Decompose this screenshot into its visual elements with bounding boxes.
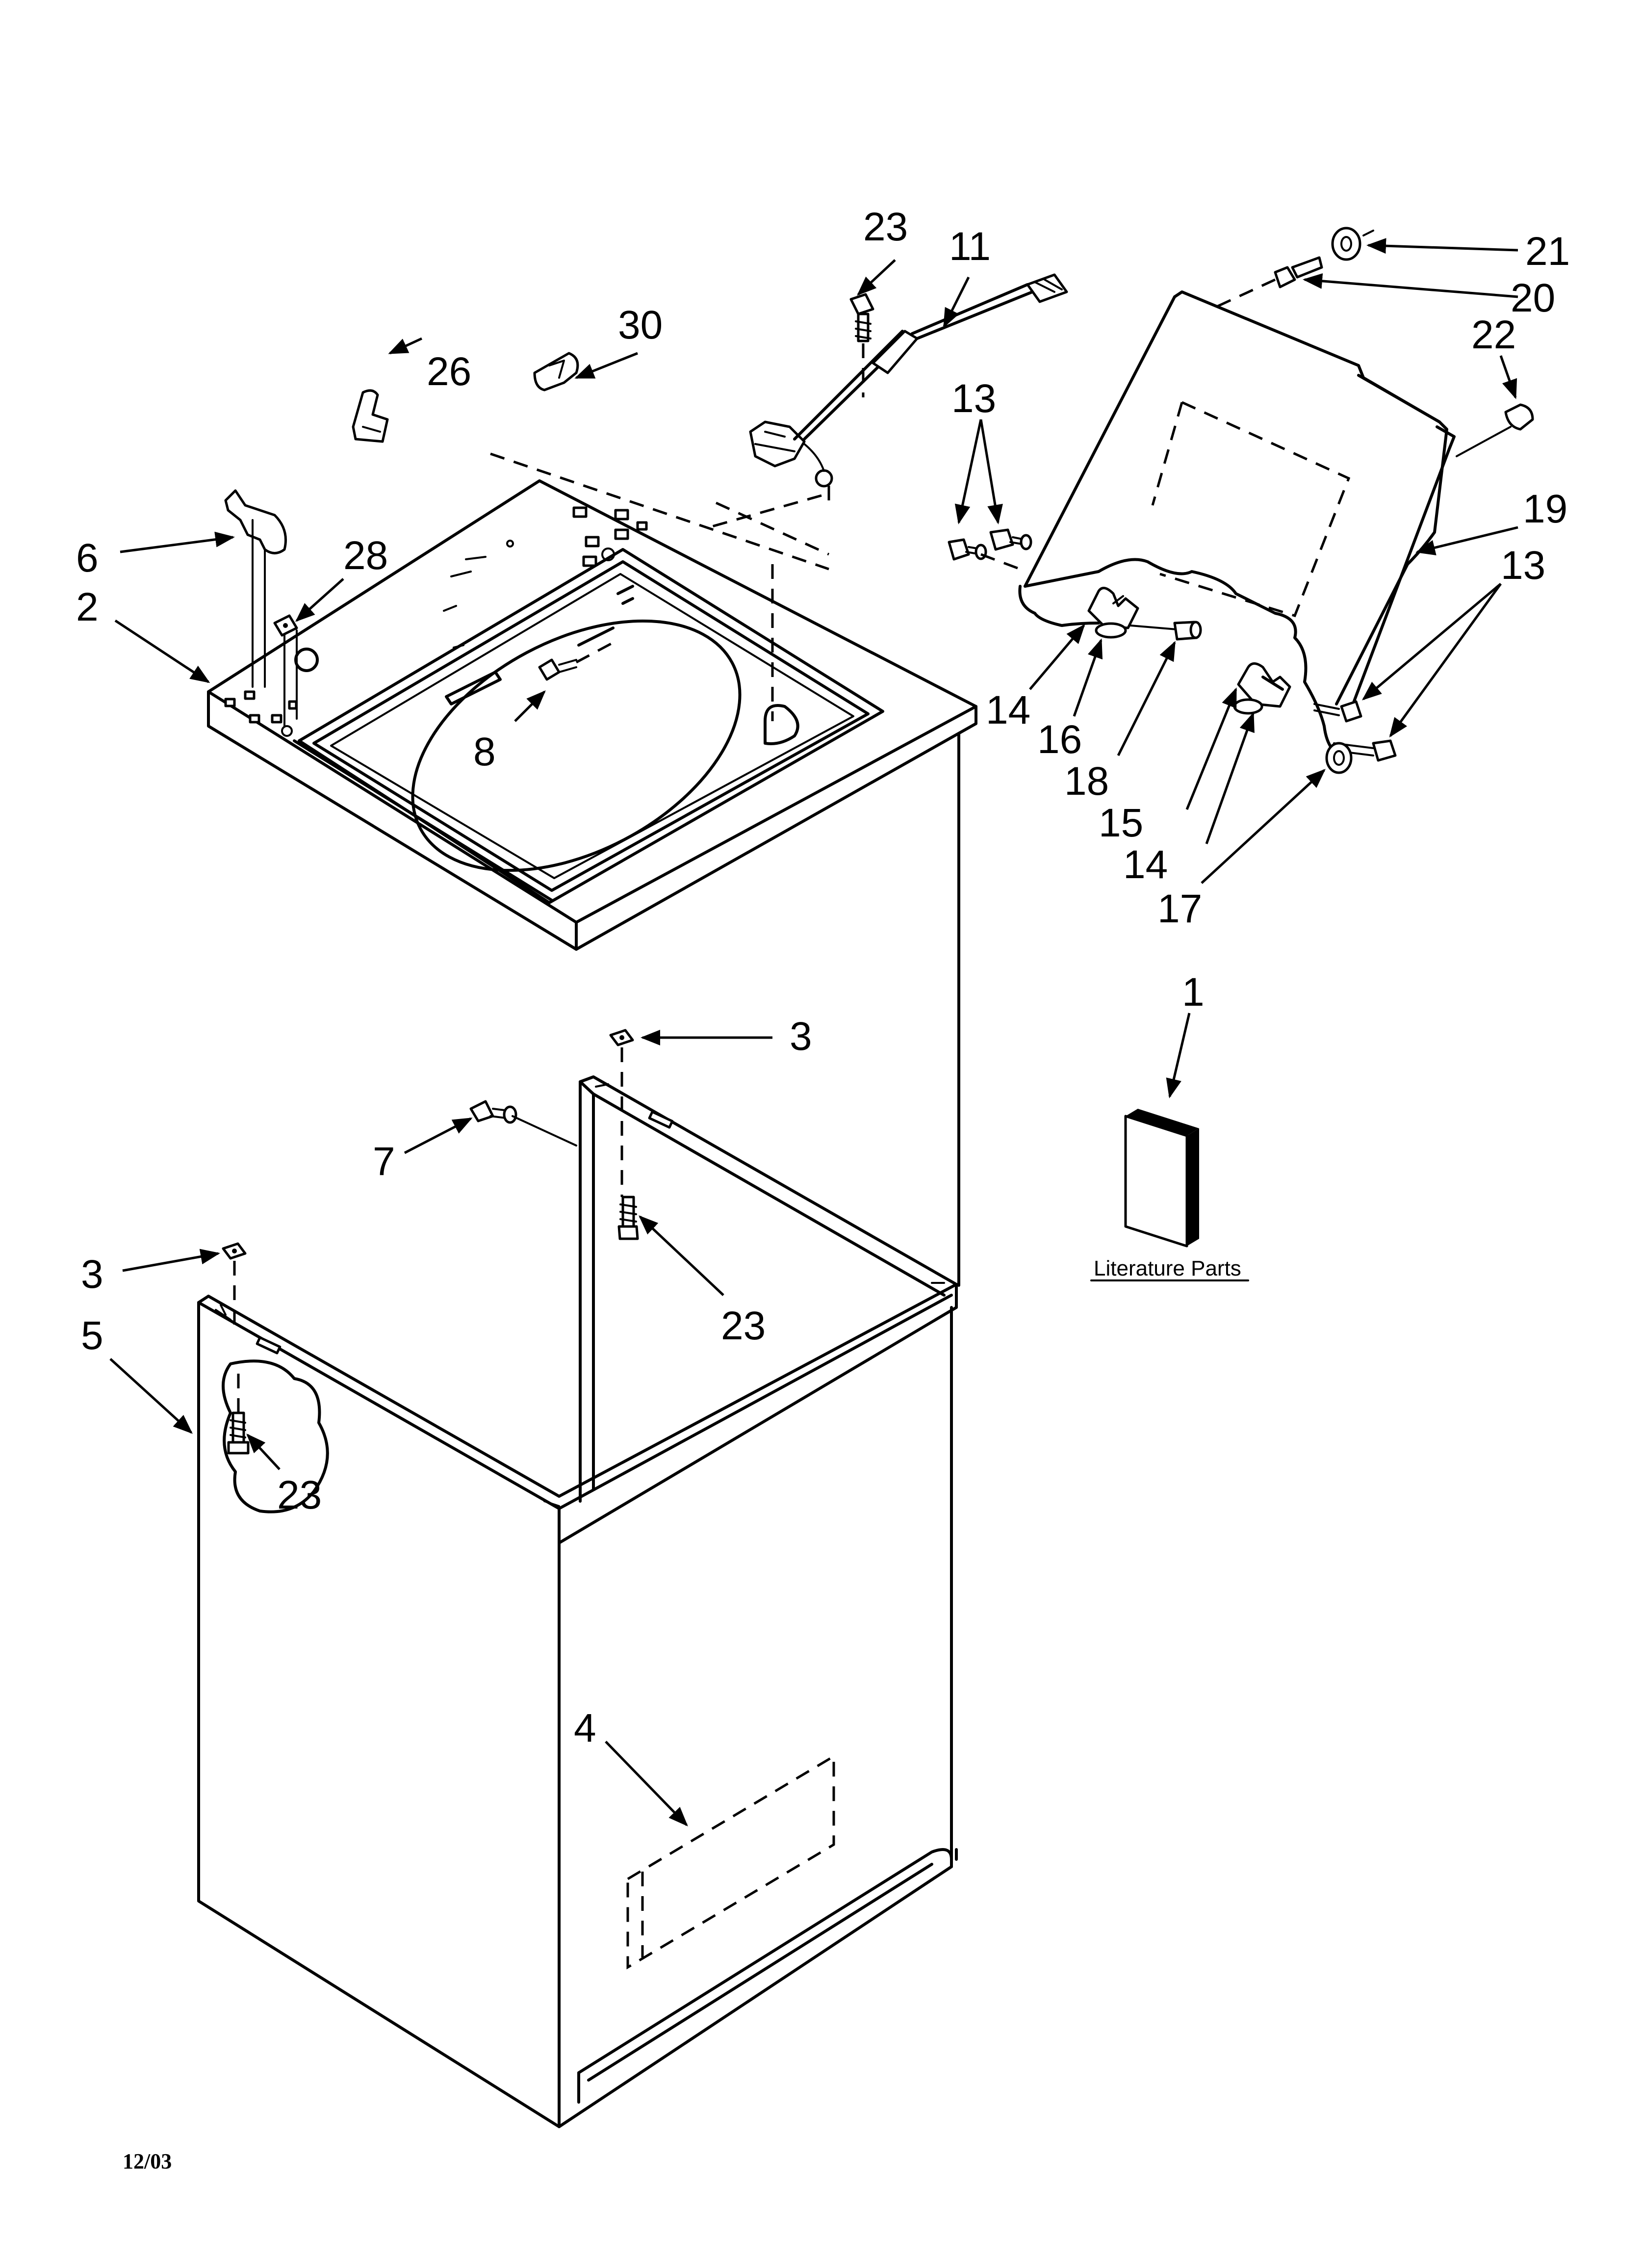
bolt-13-b (989, 528, 1032, 551)
screw-23-mid (617, 1196, 639, 1240)
callout-26: 26 (427, 349, 471, 394)
lid (948, 290, 1456, 774)
literature-parts-label: Literature Parts (1094, 1256, 1241, 1280)
part-21 (1331, 227, 1374, 261)
grommet-17 (1325, 742, 1353, 774)
callout-23-mid: 23 (721, 1303, 766, 1348)
callout-23-lower: 23 (277, 1473, 322, 1517)
part-28 (273, 614, 298, 727)
part-22 (1456, 403, 1534, 457)
callout-2: 2 (76, 585, 99, 629)
lid-switch-harness (749, 273, 1068, 500)
callout-15: 15 (1099, 801, 1143, 845)
callout-22: 22 (1471, 313, 1516, 357)
part-30 (533, 352, 579, 391)
callout-20: 20 (1511, 276, 1555, 320)
label-plate-4 (626, 1754, 835, 1970)
callout-19: 19 (1523, 487, 1567, 531)
callout-4: 4 (574, 1706, 596, 1750)
screw-23-cutaway (227, 1369, 250, 1455)
hinge-upper (1087, 587, 1202, 641)
callout-30: 30 (618, 303, 663, 347)
callout-7: 7 (373, 1139, 395, 1184)
callout-23-top: 23 (863, 205, 908, 249)
callout-1: 1 (1182, 970, 1205, 1015)
callout-11: 11 (949, 224, 991, 269)
clip-3-left (222, 1242, 247, 1325)
clip-6 (224, 489, 287, 688)
screw-7 (469, 1100, 577, 1147)
callout-28: 28 (343, 533, 388, 578)
clip-3-upper (609, 1029, 634, 1197)
washer-top (207, 452, 977, 951)
callout-21: 21 (1525, 229, 1570, 274)
callout-labels: 23 11 21 20 22 26 30 13 19 13 6 28 2 8 1… (76, 205, 1570, 2173)
clip-26 (352, 389, 389, 443)
callout-13-left: 13 (951, 376, 996, 421)
callout-14-b: 14 (1123, 842, 1168, 887)
callout-13-right: 13 (1501, 543, 1545, 588)
callout-8: 8 (473, 730, 496, 774)
callout-6: 6 (76, 536, 99, 580)
hinge-lower (1233, 662, 1291, 715)
callout-3-left: 3 (81, 1252, 103, 1297)
bolt-13-c (1313, 700, 1362, 723)
callout-3-upper: 3 (790, 1014, 812, 1059)
callout-arrows (109, 238, 1518, 1826)
bolt-13-a (948, 538, 987, 561)
literature-parts (1090, 1109, 1249, 1281)
cabinet (197, 732, 960, 2128)
callout-14-a: 14 (986, 688, 1030, 732)
part-20 (1210, 256, 1323, 311)
date-code: 12/03 (123, 2149, 172, 2173)
callout-16: 16 (1037, 717, 1082, 762)
callout-18: 18 (1064, 759, 1109, 804)
callout-17: 17 (1157, 886, 1202, 931)
callout-5: 5 (81, 1313, 103, 1358)
screw-8 (538, 641, 614, 681)
